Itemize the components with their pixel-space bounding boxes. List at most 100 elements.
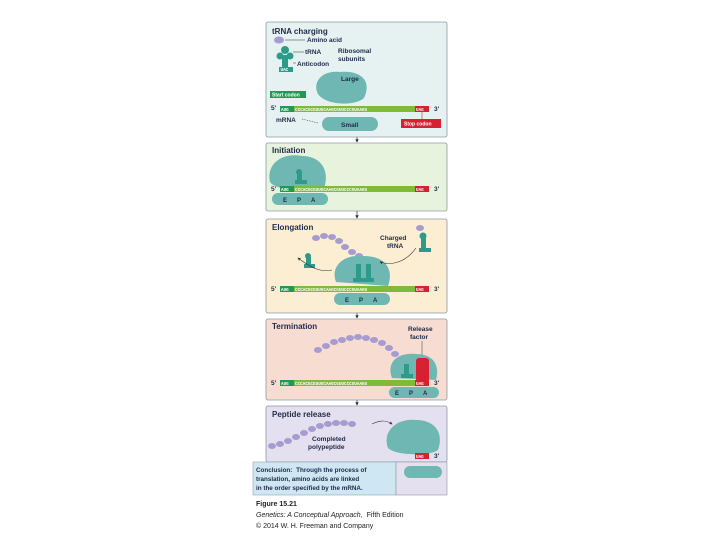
book-edition: Fifth Edition (367, 512, 404, 519)
stop-codon-seq: UAG (416, 108, 424, 113)
five-prime-label: 5' (271, 380, 277, 387)
stop-codon-tag (401, 119, 441, 128)
amino-acid-label: Amino acid (307, 37, 342, 44)
stop-codon (415, 380, 429, 386)
mrna-strand (294, 286, 415, 292)
conclusion-bold: Conclusion: (256, 467, 292, 474)
completed-label-line2: polypeptide (308, 444, 345, 451)
large-subunit-icon (316, 71, 367, 104)
small-subunit-icon (404, 466, 442, 478)
amino-acid-icon (274, 36, 284, 44)
panel-title: Initiation (272, 146, 305, 155)
mrna-sequence: CCCACGCGUUGCAAGCGUUCCCGUAAGG (295, 288, 368, 293)
book-title: Genetics: A Conceptual Approach, Fifth E… (256, 512, 404, 519)
mrna-label: mRNA (276, 117, 296, 124)
exit-arrow (297, 257, 333, 271)
panel-elongation: Elongation Charged tRNA (265, 218, 448, 314)
conclusion-background (252, 461, 397, 496)
stop-codon-seq: UAG (416, 188, 424, 193)
charged-trna-label-line1: Charged (380, 235, 406, 242)
figure-caption: Figure 15.21 Genetics: A Conceptual Appr… (256, 501, 404, 530)
entry-arrow (379, 247, 417, 265)
small-subunit-icon (389, 387, 439, 398)
large-subunit-icon (334, 255, 390, 286)
figure-number: Figure 15.21 (256, 501, 297, 508)
release-factor-label-line2: factor (410, 334, 429, 341)
five-prime-label: 5' (271, 186, 277, 193)
completed-polypeptide-icon (268, 420, 356, 449)
small-subunit-icon (272, 193, 328, 205)
book-title-italic: Genetics: A Conceptual Approach, (256, 512, 363, 519)
a-site-label: A (373, 298, 378, 304)
mrna-strand (294, 186, 415, 192)
panel-termination: Termination Release factor 5' AUG (265, 318, 448, 401)
trna-label: tRNA (305, 49, 322, 56)
mrna-sequence: CCCACGCGUUGCAAGCGUUCCCGUAAGG (295, 188, 368, 193)
e-site-label: E (345, 298, 349, 304)
stop-codon (415, 186, 429, 192)
trna-icon: UAC (276, 46, 294, 73)
release-arrow (371, 420, 393, 425)
e-site-label: E (395, 391, 399, 397)
stop-codon-seq: UAG (416, 382, 424, 387)
three-prime-label: 3' (434, 453, 440, 460)
three-prime-label: 3' (434, 186, 440, 193)
five-prime-label: 5' (271, 105, 277, 112)
start-codon-seq: AUG (281, 188, 289, 193)
conclusion-line1: Conclusion: Through the process of (256, 467, 367, 474)
panel-background (265, 318, 448, 401)
bound-trna-icon (353, 264, 374, 282)
p-site-label: P (359, 298, 363, 304)
stop-codon (415, 286, 429, 292)
peptide-chain (314, 334, 404, 363)
trna-icon (295, 169, 307, 184)
large-subunit-icon (386, 419, 440, 455)
charged-trna-icon (419, 232, 431, 252)
p-site-label: P (409, 391, 413, 397)
stop-codon (415, 106, 429, 112)
five-prime-label: 5' (271, 286, 277, 293)
start-codon-tag (270, 91, 306, 98)
start-codon-label: Start codon (272, 93, 300, 99)
three-prime-label: 3' (434, 106, 440, 113)
large-label: Large (341, 76, 359, 83)
start-codon (280, 286, 294, 292)
e-site-label: E (283, 198, 287, 204)
amino-acid-icon (416, 225, 424, 231)
panel-initiation: Initiation 5' AUG CCCACGCGUUGCAAGCGUUCCC… (265, 142, 448, 212)
release-factor-label-line1: Release (408, 326, 433, 333)
three-prime-label: 3' (434, 380, 440, 387)
start-codon (280, 380, 294, 386)
a-site-label: A (423, 391, 428, 397)
start-codon (280, 106, 294, 112)
p-site-label: P (297, 198, 301, 204)
panel-trna-charging: tRNA charging Amino acid UAC tRNA Antico… (265, 21, 448, 138)
copyright: © 2014 W. H. Freeman and Company (256, 522, 374, 530)
panel-title: Peptide release (272, 410, 331, 419)
panel-peptide-release: Peptide release Completed polypeptide 3'… (265, 405, 448, 463)
panel-title: Elongation (272, 223, 313, 232)
a-site-label: A (311, 198, 316, 204)
small-label: Small (341, 122, 359, 129)
small-subunit-icon (322, 117, 378, 131)
small-subunit-icon (334, 293, 390, 305)
charged-trna-label-line2: tRNA (387, 243, 404, 250)
mrna-strand (294, 106, 415, 112)
conclusion-line3: in the order specified by the mRNA. (256, 485, 363, 492)
anticodon-seq: UAC (281, 68, 289, 73)
conclusion-text: Through the process of (296, 467, 367, 474)
panel-title: tRNA charging (272, 27, 328, 36)
panel-title: Termination (272, 322, 317, 331)
completed-label-line1: Completed (312, 436, 346, 443)
stop-codon-seq: UAG (416, 288, 424, 293)
mrna-sequence: CCCACGCGUUGCAAGCGUUCCCGUAAGG (295, 382, 368, 387)
three-prime-label: 3' (434, 286, 440, 293)
stop-codon-label: Stop codon (404, 122, 432, 128)
start-codon-seq: AUG (281, 288, 289, 293)
release-factor-icon (416, 358, 429, 382)
start-codon-seq: AUG (281, 108, 289, 113)
mrna-sequence: CCCACGCGUUGCAAGCGUUCCCGUAAGG (295, 108, 368, 113)
anticodon-label: Anticodon (297, 61, 329, 68)
conclusion-box: Conclusion: Through the process of trans… (252, 461, 448, 496)
ribosomal-label-line1: Ribosomal (338, 48, 371, 55)
